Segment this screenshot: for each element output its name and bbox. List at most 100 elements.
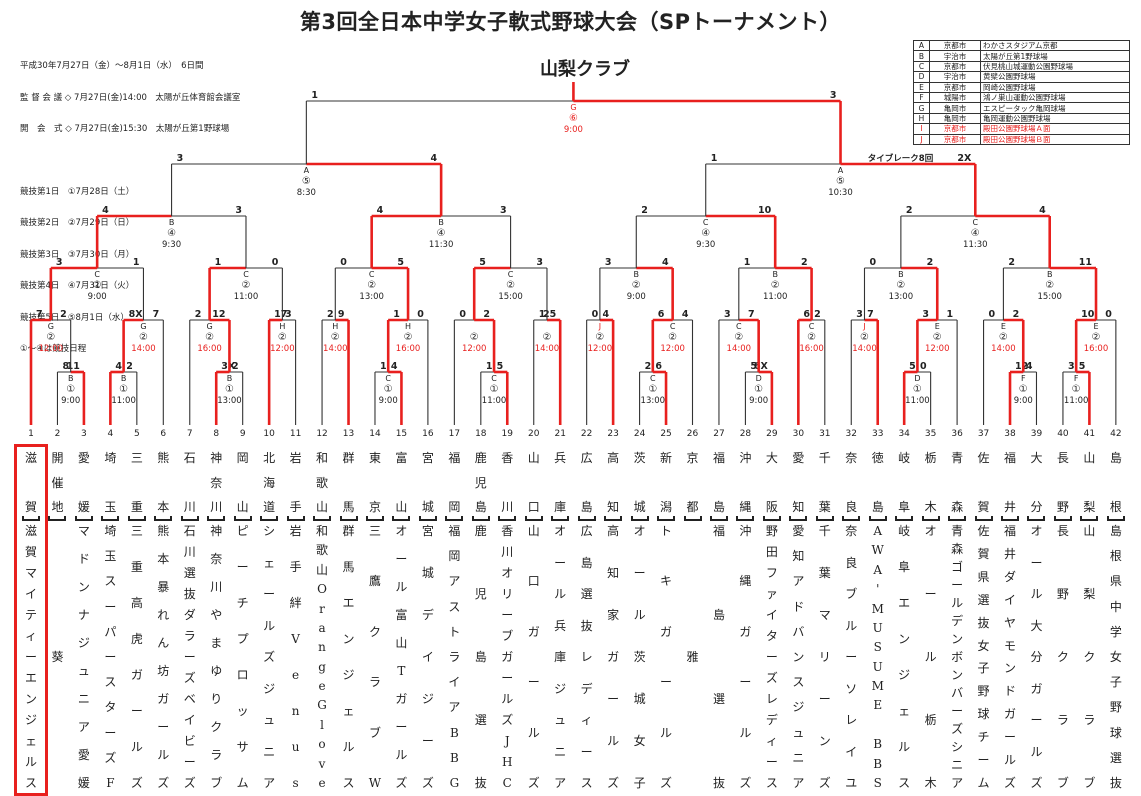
venue-code: C [650,374,656,383]
brace-mark [365,516,384,521]
venue-code: B [169,218,175,227]
round-day-mark: ② [595,332,604,343]
venue-code: E [1093,322,1098,331]
brace-mark [74,516,93,521]
round-day-mark: ② [734,332,743,343]
brace-mark [974,516,993,521]
team-name: 群馬エンジェルス [342,524,355,790]
venue-code: D [914,374,920,383]
slot-number: 27 [713,429,724,439]
team-prefecture: 茨城 [633,451,646,514]
team-prefecture: 神奈川 [210,451,223,514]
slot-number: 2 [55,429,61,439]
brace-mark [48,516,67,521]
slot-number: 7 [187,429,193,439]
brace-mark [180,516,199,521]
schedule-info: 平成30年7月27日（金）～8月1日（水） 6日間 監 督 会 議 ◇ 7月27… [20,40,240,376]
score-left: 1 [711,153,718,164]
match-time: 8:30 [297,188,316,198]
team-name: オール大分ガールズ [1030,524,1043,790]
venue-code: B [1047,270,1053,279]
slot-number: 31 [819,429,830,439]
round-day-mark: ② [632,280,641,291]
team-prefecture: 兵庫 [554,451,567,514]
brace-mark [260,516,279,521]
team-prefecture: 千葉 [818,451,831,514]
schedule-line: 競技第4日 ④7月31日（火） [20,281,135,291]
brace-mark [392,516,411,521]
slot-number: 3 [81,429,87,439]
score-left: 3 [56,257,63,268]
slot-number: 30 [793,429,805,439]
round-day-mark: ① [754,384,763,395]
score-left: 1 [215,257,222,268]
team-prefecture: 大分 [1030,451,1043,514]
slot-number: 19 [502,429,514,439]
slot-number: 21 [554,429,565,439]
venue-code: C [369,270,375,279]
match-time: 14:00 [727,344,752,354]
score-right: 4 [1026,361,1033,372]
team-prefecture: 埼玉 [104,451,117,514]
info-line: 開 会 式 ◇ 7月27日(金)15:30 太陽が丘第1野球場 [20,124,230,134]
slot-number: 36 [951,429,963,439]
venue-code: B [227,374,233,383]
brace-mark [842,516,861,521]
score-right: 25 [543,309,556,320]
brace-mark [207,516,226,521]
round-day-mark: ② [278,332,287,343]
team-prefecture: 岩手 [289,451,302,514]
venue-code: C [508,270,514,279]
team-prefecture: 新潟 [660,451,673,514]
venue-code: B [634,270,640,279]
score-left: 17 [274,309,287,320]
match-time: 15:00 [498,292,523,302]
match-time: 9:00 [627,292,646,302]
team-name: 沖縄ガールズ [739,524,752,790]
match-time: 9:00 [61,396,80,406]
score-left: 3 [605,257,612,268]
score-right: 3 [500,205,507,216]
slot-number: 24 [634,429,646,439]
page-title: 第3回全日本中学女子軟式野球大会（SPトーナメント） [299,10,842,34]
team-prefecture: 岐阜 [898,451,911,514]
slot-number: 16 [422,429,434,439]
score-left: 0 [459,309,466,320]
venue-code: G [48,322,54,331]
brace-mark [1053,516,1072,521]
slot-number: 42 [1110,429,1121,439]
score-right: 7 [867,309,874,320]
slot-number: 26 [687,429,699,439]
venue-code: C [243,270,249,279]
team-name: トキガールズ [660,524,673,790]
champion-label: 山梨クラブ [540,59,630,80]
brace-mark [445,516,464,521]
score-right: 2 [1013,309,1020,320]
score-right: 3 [235,205,242,216]
slot-number: 39 [1031,429,1043,439]
venue-code: D [756,374,762,383]
score-right: 9 [338,309,345,320]
team-prefecture: 鹿児島 [474,451,487,514]
score-left: 10 [1081,309,1095,320]
score-right: 3 [285,309,292,320]
round-day-mark: ② [896,280,905,291]
team-name: オール栃木 [924,524,937,790]
round-day-mark: ② [668,332,677,343]
round-day-mark: ① [384,384,393,395]
team-prefecture: 熊本 [157,451,170,514]
match-time: 9:00 [749,396,768,406]
score-right: 2 [126,361,133,372]
score-left: 6 [803,309,810,320]
match-time: 11:30 [429,240,454,250]
slot-number: 9 [240,429,246,439]
match-time: 12:00 [270,344,295,354]
round-day-mark: ④ [437,228,446,239]
match-time: 12:00 [462,344,487,354]
brace-mark [471,516,490,521]
team-prefecture: 大阪 [765,451,778,514]
team-name: 滋賀マイティーエンジェルス [24,524,37,790]
venue-code: C [385,374,391,383]
match-time: 9:00 [1014,396,1033,406]
